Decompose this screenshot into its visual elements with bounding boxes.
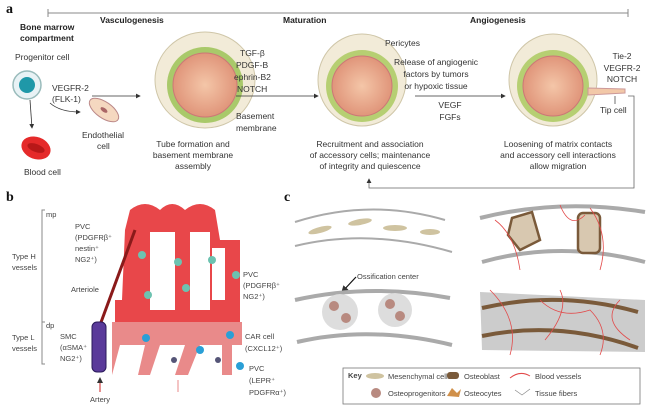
pvc-top-label-2: (PDGFRβ⁺ (75, 233, 112, 242)
pvc-right-label-3: NG2⁺) (243, 292, 265, 301)
key-osteoblast: Osteoblast (464, 372, 501, 381)
pvc-top-label-4: NG2⁺) (75, 255, 97, 264)
factor-pdgf-b: PDGF-B (236, 60, 268, 70)
osteoblast-icon (447, 372, 459, 379)
differentiation-arrow (49, 102, 81, 115)
tip-factor-vegfr2: VEGFR-2 (604, 63, 641, 73)
smc-label-2: (αSMA⁺ (60, 343, 87, 352)
key-mesenchymal-cells: Mesenchymal cells (388, 372, 452, 381)
stage-mesenchymal-condensation (294, 208, 453, 253)
receptor-label: VEGFR-2 (52, 83, 89, 93)
smc-label-3: NG2⁺) (60, 354, 82, 363)
type-l-label: Type L (12, 333, 35, 342)
car-cell-label: CAR cell (245, 332, 275, 341)
release-text: Release of angiogenic (394, 57, 479, 67)
tip-factor-notch: NOTCH (607, 74, 637, 84)
vessel-tube-formation (154, 31, 256, 129)
smc-label: SMC (60, 332, 77, 341)
pvc-top-label: PVC (75, 222, 91, 231)
factor-notch: NOTCH (237, 84, 267, 94)
feedback-arrow (366, 95, 635, 189)
basement-membrane-label: Basement (236, 111, 275, 121)
type-h-vessel-network (115, 204, 240, 330)
recruitment-caption-2: of accessory cells; maintenance (310, 150, 431, 160)
factor-ephrin-b2: ephrin-B2 (234, 72, 271, 82)
pvc-right-label-2: (PDGFRβ⁺ (243, 281, 280, 290)
stage-bone-collar (480, 289, 645, 356)
vessel-angiogenesis (508, 33, 626, 127)
blood-cell-arrow (29, 99, 35, 129)
key-title: Key (348, 371, 363, 380)
pvc-top-label-3: nestin⁺ (75, 244, 99, 253)
tube-formation-caption-3: assembly (175, 161, 212, 171)
loosening-caption: Loosening of matrix contacts (504, 139, 612, 149)
ossification-center-label: Ossification center (357, 272, 419, 281)
endothelial-cell-label-2: cell (97, 141, 110, 151)
type-h-label: Type H (12, 252, 36, 261)
basement-membrane-label-2: membrane (236, 123, 277, 133)
progenitor-cell-label: Progenitor cell (15, 52, 69, 62)
factor-tgf-beta: TGF-β (240, 48, 265, 58)
key-tissue-fibers: Tissue fibers (535, 389, 577, 398)
key-osteocytes: Osteocytes (464, 389, 502, 398)
stage-osteoblast-vascularization (479, 204, 646, 271)
key-box: Key Mesenchymal cells Osteoblast Blood v… (342, 367, 641, 405)
loosening-caption-3: allow migration (530, 161, 587, 171)
panel-b-label: b (6, 190, 14, 205)
type-h-label-2: vessels (12, 263, 37, 272)
pericytes-label: Pericytes (385, 38, 420, 48)
progenitor-nucleus (19, 77, 35, 93)
pvc-bottom-label-3: PDGFRα⁺) (249, 388, 287, 397)
tip-cell-label: Tip cell (600, 105, 627, 115)
stage-vasculogenesis: Vasculogenesis (100, 15, 164, 25)
blood-vessel-icon (509, 372, 531, 379)
pvc-bottom-label-2: (LEPR⁺ (249, 376, 275, 385)
stage-angiogenesis: Angiogenesis (470, 15, 526, 25)
stage-ossification-center (294, 288, 453, 347)
release-text-2: factors by tumors (403, 69, 468, 79)
compartment-label-2: compartment (20, 33, 74, 43)
endothelial-cell-label: Endothelial (82, 130, 124, 140)
factor-fgfs: FGFs (439, 112, 460, 122)
perivascular-cells (138, 251, 244, 370)
type-l-label-2: vessels (12, 344, 37, 353)
depth-bracket (41, 209, 45, 365)
car-cell-label-2: (CXCL12⁺) (245, 344, 283, 353)
tube-formation-caption: Tube formation and (156, 139, 230, 149)
pvc-bottom-label: PVC (249, 364, 265, 373)
key-blood-vessels: Blood vessels (535, 372, 582, 381)
blood-cell-label: Blood cell (24, 167, 61, 177)
artery-label: Artery (90, 395, 110, 404)
tube-formation-caption-2: basement membrane (153, 150, 234, 160)
pvc-right-label: PVC (243, 270, 259, 279)
receptor-label-2: (FLK-1) (52, 94, 81, 104)
compartment-label: Bone marrow (20, 22, 75, 32)
dp-label: dp (46, 321, 54, 330)
key-osteoprogenitors: Osteoprogenitors (388, 389, 446, 398)
artery-smc (91, 321, 107, 373)
stage-maturation: Maturation (283, 15, 326, 25)
tissue-fiber-icon (514, 388, 531, 396)
osteoprogenitor-icon (371, 388, 381, 398)
arteriole (98, 229, 137, 326)
blood-cell-center (27, 143, 45, 153)
mp-label: mp (46, 210, 56, 219)
panel-c-label: c (284, 190, 290, 205)
arteriole-label: Arteriole (71, 285, 99, 294)
loosening-caption-2: and accessory cell interactions (500, 150, 616, 160)
tip-factor-tie2: Tie-2 (612, 51, 631, 61)
recruitment-caption: Recruitment and association (316, 139, 424, 149)
osteocyte-icon (447, 388, 461, 397)
release-text-3: or hypoxic tissue (404, 81, 468, 91)
recruitment-caption-3: of integrity and quiescence (319, 161, 420, 171)
ossification-arrow (341, 276, 357, 293)
factor-vegf: VEGF (438, 100, 461, 110)
type-l-vessel-network (112, 322, 242, 375)
endothelial-nucleus (100, 107, 108, 113)
mesenchymal-cell-icon (366, 373, 384, 379)
vessel-maturation (317, 33, 407, 127)
panel-a-label: a (6, 2, 13, 17)
